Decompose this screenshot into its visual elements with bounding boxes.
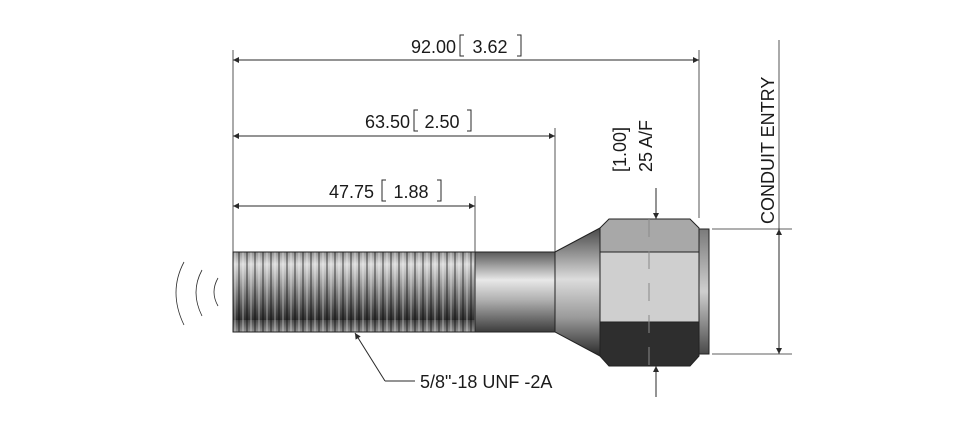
hex-across-flats-metric: 25 A/F — [636, 120, 656, 172]
overall-length-bracket — [459, 34, 522, 57]
thread-length-dimension: 47.75 1.88 — [233, 179, 475, 209]
length-to-hex-bracket — [413, 109, 472, 132]
hex-across-flats-imperial: [1.00] — [610, 127, 630, 172]
plain-shank — [474, 251, 556, 333]
thread-length-metric: 47.75 — [329, 182, 374, 202]
overall-length-dimension: 92.00 3.62 — [233, 34, 699, 63]
length-to-hex-imperial: 2.50 — [424, 112, 459, 132]
length-to-hex-metric: 63.50 — [365, 112, 410, 132]
overall-length-metric: 92.00 — [411, 37, 456, 57]
length-to-hex-dimension: 63.50 2.50 — [233, 109, 555, 139]
conduit-entry-dimension: CONDUIT ENTRY — [758, 40, 782, 354]
thread-spec-callout: 5/8"-18 UNF -2A — [354, 332, 552, 392]
thread-length-bracket — [381, 179, 442, 202]
threaded-section — [232, 251, 476, 333]
tapered-collar — [554, 227, 601, 357]
hex-across-flats-dimension: [1.00] 25 A/F — [610, 120, 659, 397]
thread-spec-label: 5/8"-18 UNF -2A — [420, 372, 552, 392]
fitting-body — [232, 218, 710, 367]
conduit-flange — [698, 228, 710, 355]
break-marks — [175, 261, 219, 326]
thread-length-imperial: 1.88 — [393, 182, 428, 202]
hex-nut — [599, 218, 700, 367]
conduit-entry-label: CONDUIT ENTRY — [758, 77, 778, 224]
overall-length-imperial: 3.62 — [472, 37, 507, 57]
